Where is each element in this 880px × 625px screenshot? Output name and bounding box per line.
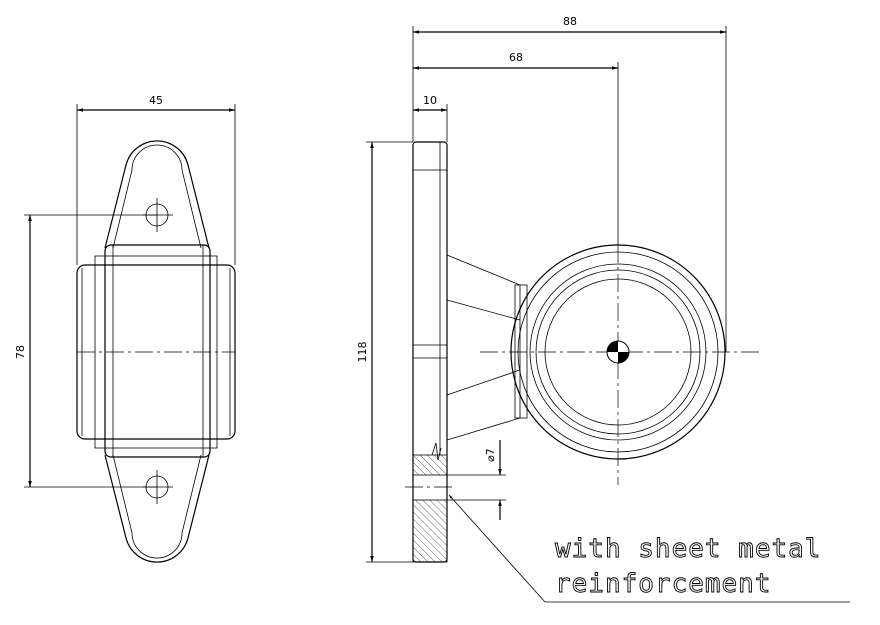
hatched-section-upper: [412, 454, 448, 476]
base-plate: [412, 141, 448, 563]
front-view: 45 78: [14, 94, 236, 563]
center-mark-icon: [606, 340, 630, 364]
bottom-mounting-lobe: [104, 454, 210, 563]
side-view: 88 68 10 118: [356, 15, 850, 603]
dim-label-height: 118: [356, 342, 369, 363]
dim-label-depth: 88: [563, 15, 577, 28]
leader-line: [448, 494, 850, 603]
dim-label-center-offset: 68: [509, 51, 523, 64]
dim-label-hole-spacing: 78: [14, 345, 27, 359]
note-line-2: reinforcement: [555, 569, 772, 599]
hatched-section-lower: [412, 499, 448, 563]
top-mounting-lobe: [104, 140, 210, 249]
body: [104, 244, 211, 458]
dim-label-width: 45: [149, 94, 163, 107]
dim-label-hole-diameter: ⌀7: [484, 448, 497, 462]
note-line-1: with sheet metal: [555, 534, 821, 564]
dim-label-thickness: 10: [423, 94, 437, 107]
